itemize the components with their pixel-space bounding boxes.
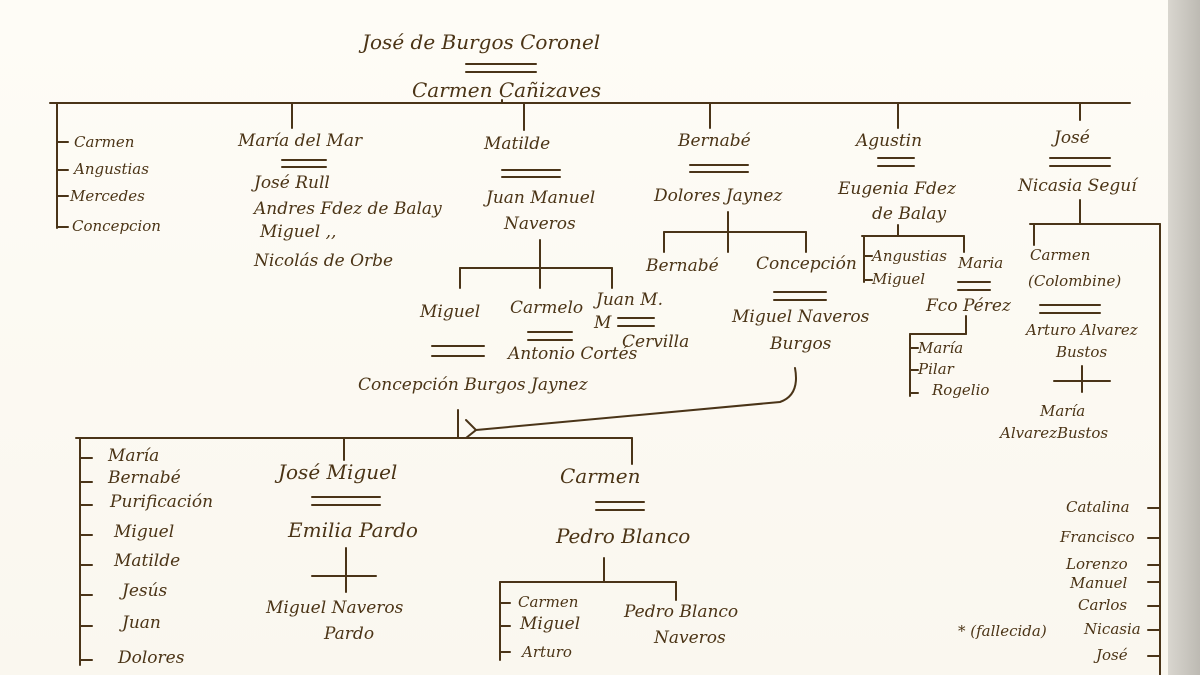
- child-name: Maria: [958, 254, 1004, 272]
- child-name: Miguel: [520, 614, 581, 634]
- child-name: Juan M.: [596, 290, 664, 310]
- child-name: Bernabé: [646, 256, 719, 276]
- child-name: Carmelo: [510, 298, 584, 318]
- child-name: Arturo: [522, 643, 572, 661]
- child-name: Carmen: [74, 133, 135, 151]
- spouse-surname: Naveros: [504, 214, 576, 234]
- grandchild-name: María: [918, 339, 964, 357]
- mar-name: María del Mar: [238, 131, 363, 151]
- root-wife: Carmen Cañizaves: [412, 78, 602, 102]
- child-name: Carmen: [518, 593, 579, 611]
- spouse-name: Miguel Naveros: [732, 307, 870, 327]
- child-name: Nicasia: [1084, 620, 1141, 638]
- child-surname: Pardo: [324, 624, 375, 644]
- sibling-name: Purificación: [110, 492, 214, 512]
- child-name: Francisco: [1060, 528, 1135, 546]
- child-name: Angustias: [872, 247, 947, 265]
- child-name: Miguel: [872, 270, 926, 288]
- child-name: Lorenzo: [1066, 555, 1128, 573]
- spouse-name: Nicolás de Orbe: [254, 251, 394, 271]
- sibling-name: Bernabé: [108, 468, 181, 488]
- spouse-name: Miguel ,,: [260, 222, 337, 242]
- matilde-name: Matilde: [484, 134, 551, 154]
- spouse-name: Dolores Jaynez: [654, 186, 783, 206]
- child-nickname: (Colombine): [1028, 272, 1122, 290]
- spouse-name: Cervilla: [622, 332, 690, 352]
- spouse-name: Juan Manuel: [486, 188, 596, 208]
- sibling-name: Jesús: [122, 581, 168, 601]
- jose-name: José: [1054, 128, 1090, 148]
- bernabe-name: Bernabé: [678, 131, 751, 151]
- spouse-surname: Burgos: [770, 334, 832, 354]
- page-edge: [1168, 0, 1200, 675]
- grandchild-name: Rogelio: [932, 381, 990, 399]
- spouse-name: Eugenia Fdez: [838, 179, 956, 199]
- spouse-name: Emilia Pardo: [288, 518, 418, 542]
- spouse-surname: de Balay: [872, 204, 947, 224]
- spouse-surname: Bustos: [1056, 343, 1108, 361]
- spouse-name: Antonio Cortés: [508, 344, 638, 364]
- child-name: Angustias: [74, 160, 149, 178]
- child-name: Catalina: [1066, 498, 1130, 516]
- sibling-name: María: [108, 446, 160, 466]
- grandchild-name: María: [1040, 402, 1086, 420]
- sibling-name: Dolores: [118, 648, 185, 668]
- arrow-head: [465, 419, 478, 439]
- child-name: Miguel: [420, 302, 481, 322]
- child-name: Carlos: [1078, 596, 1128, 614]
- jose-miguel-name: José Miguel: [278, 460, 398, 484]
- grandchild-surname: AlvarezBustos: [1000, 424, 1109, 442]
- root-husband: José de Burgos Coronel: [362, 30, 601, 54]
- child-name: Manuel: [1070, 574, 1128, 592]
- child-surname: Naveros: [654, 628, 726, 648]
- agustin-name: Agustin: [856, 131, 923, 151]
- grandchild-name: Pilar: [918, 360, 954, 378]
- sibling-name: Matilde: [114, 551, 181, 571]
- child-name: Mercedes: [70, 187, 145, 205]
- spouse-name: Arturo Alvarez: [1026, 321, 1138, 339]
- child-name: Carmen: [1030, 246, 1091, 264]
- child-name: Concepción: [756, 254, 857, 274]
- spouse-name: Nicasia Seguí: [1018, 176, 1137, 196]
- child-name: Pedro Blanco: [624, 602, 739, 622]
- child-name: José: [1096, 646, 1128, 664]
- carmen-name: Carmen: [560, 464, 641, 488]
- spouse-name: Concepción Burgos Jaynez: [358, 375, 588, 395]
- deceased-note: * (fallecida): [958, 622, 1047, 640]
- spouse-name: Fco Pérez: [926, 296, 1011, 316]
- link-arrow: [475, 367, 797, 431]
- sibling-name: Juan: [122, 613, 161, 633]
- child-spouse-initial: M: [594, 313, 612, 333]
- spouse-name: Andres Fdez de Balay: [254, 199, 442, 219]
- child-name: Concepcion: [72, 217, 161, 235]
- spouse-name: José Rull: [254, 173, 330, 193]
- sibling-name: Miguel: [114, 522, 175, 542]
- spouse-name: Pedro Blanco: [556, 524, 691, 548]
- child-name: Miguel Naveros: [266, 598, 404, 618]
- paper-sheet: [0, 0, 1168, 675]
